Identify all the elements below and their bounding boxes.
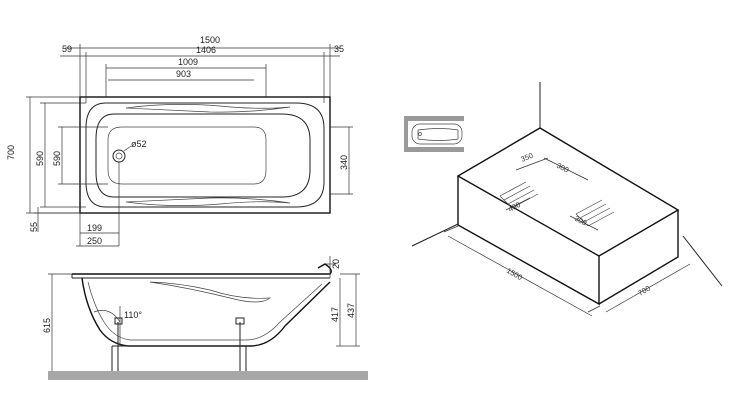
dim-right-offset: 35	[334, 44, 344, 54]
dim-inner-width-inner: 590	[52, 151, 62, 166]
top-view: ø52 1500 59 1406 35 1009 903 700 590 590	[6, 35, 353, 247]
dim-overall-width: 700	[6, 145, 16, 160]
drain-diameter-label: ø52	[131, 139, 147, 149]
dim-height-inner: 417	[330, 307, 340, 322]
install-box-side	[598, 210, 679, 305]
leg-hatch-left	[499, 181, 539, 209]
dim-base-length-outer: 1009	[178, 57, 198, 67]
dim-total-height: 615	[42, 318, 52, 333]
leg-hatch-right	[575, 199, 615, 227]
tub-basin	[95, 113, 311, 198]
dim-bottom-margin: 55	[29, 222, 39, 232]
drain-icon	[112, 149, 126, 163]
drain-center	[115, 152, 123, 160]
basin-floor	[107, 126, 267, 185]
dim-rim-thickness: 20	[331, 259, 341, 269]
install-dim-width: 700	[637, 284, 652, 298]
backrest-angle-label: 110°	[124, 310, 142, 320]
install-view: 350 300 400 300 1500 700	[404, 82, 723, 317]
tub-rim-side	[72, 263, 332, 275]
wave-decoration-top	[125, 104, 291, 113]
tub-body-side	[81, 277, 331, 347]
dim-drain-offset-large: 250	[87, 236, 102, 246]
install-dim-300-top: 300	[555, 161, 570, 175]
dim-overall-length: 1500	[200, 35, 220, 45]
wave-decoration-bottom	[125, 197, 291, 206]
install-dim-length: 1500	[505, 266, 524, 282]
dim-left-offset: 59	[62, 44, 72, 54]
dim-height-with-rim: 437	[346, 303, 356, 318]
dim-base-length-inner: 903	[176, 69, 191, 79]
tub-outline-top	[79, 96, 331, 214]
install-dim-300-bottom: 300	[573, 214, 588, 228]
side-view: 110° 615 20 417 437	[42, 256, 368, 380]
install-box-top	[456, 127, 680, 257]
dim-inner-length: 1406	[196, 45, 216, 55]
dim-drain-offset-small: 199	[87, 223, 102, 233]
tub-rim-outer	[85, 102, 325, 208]
install-box-front	[457, 176, 600, 306]
floor	[48, 371, 368, 380]
dim-inner-width-outer: 590	[35, 151, 45, 166]
wave-decoration-side	[149, 281, 272, 303]
dim-side-width: 340	[339, 155, 349, 170]
install-dim-350: 350	[519, 151, 534, 164]
